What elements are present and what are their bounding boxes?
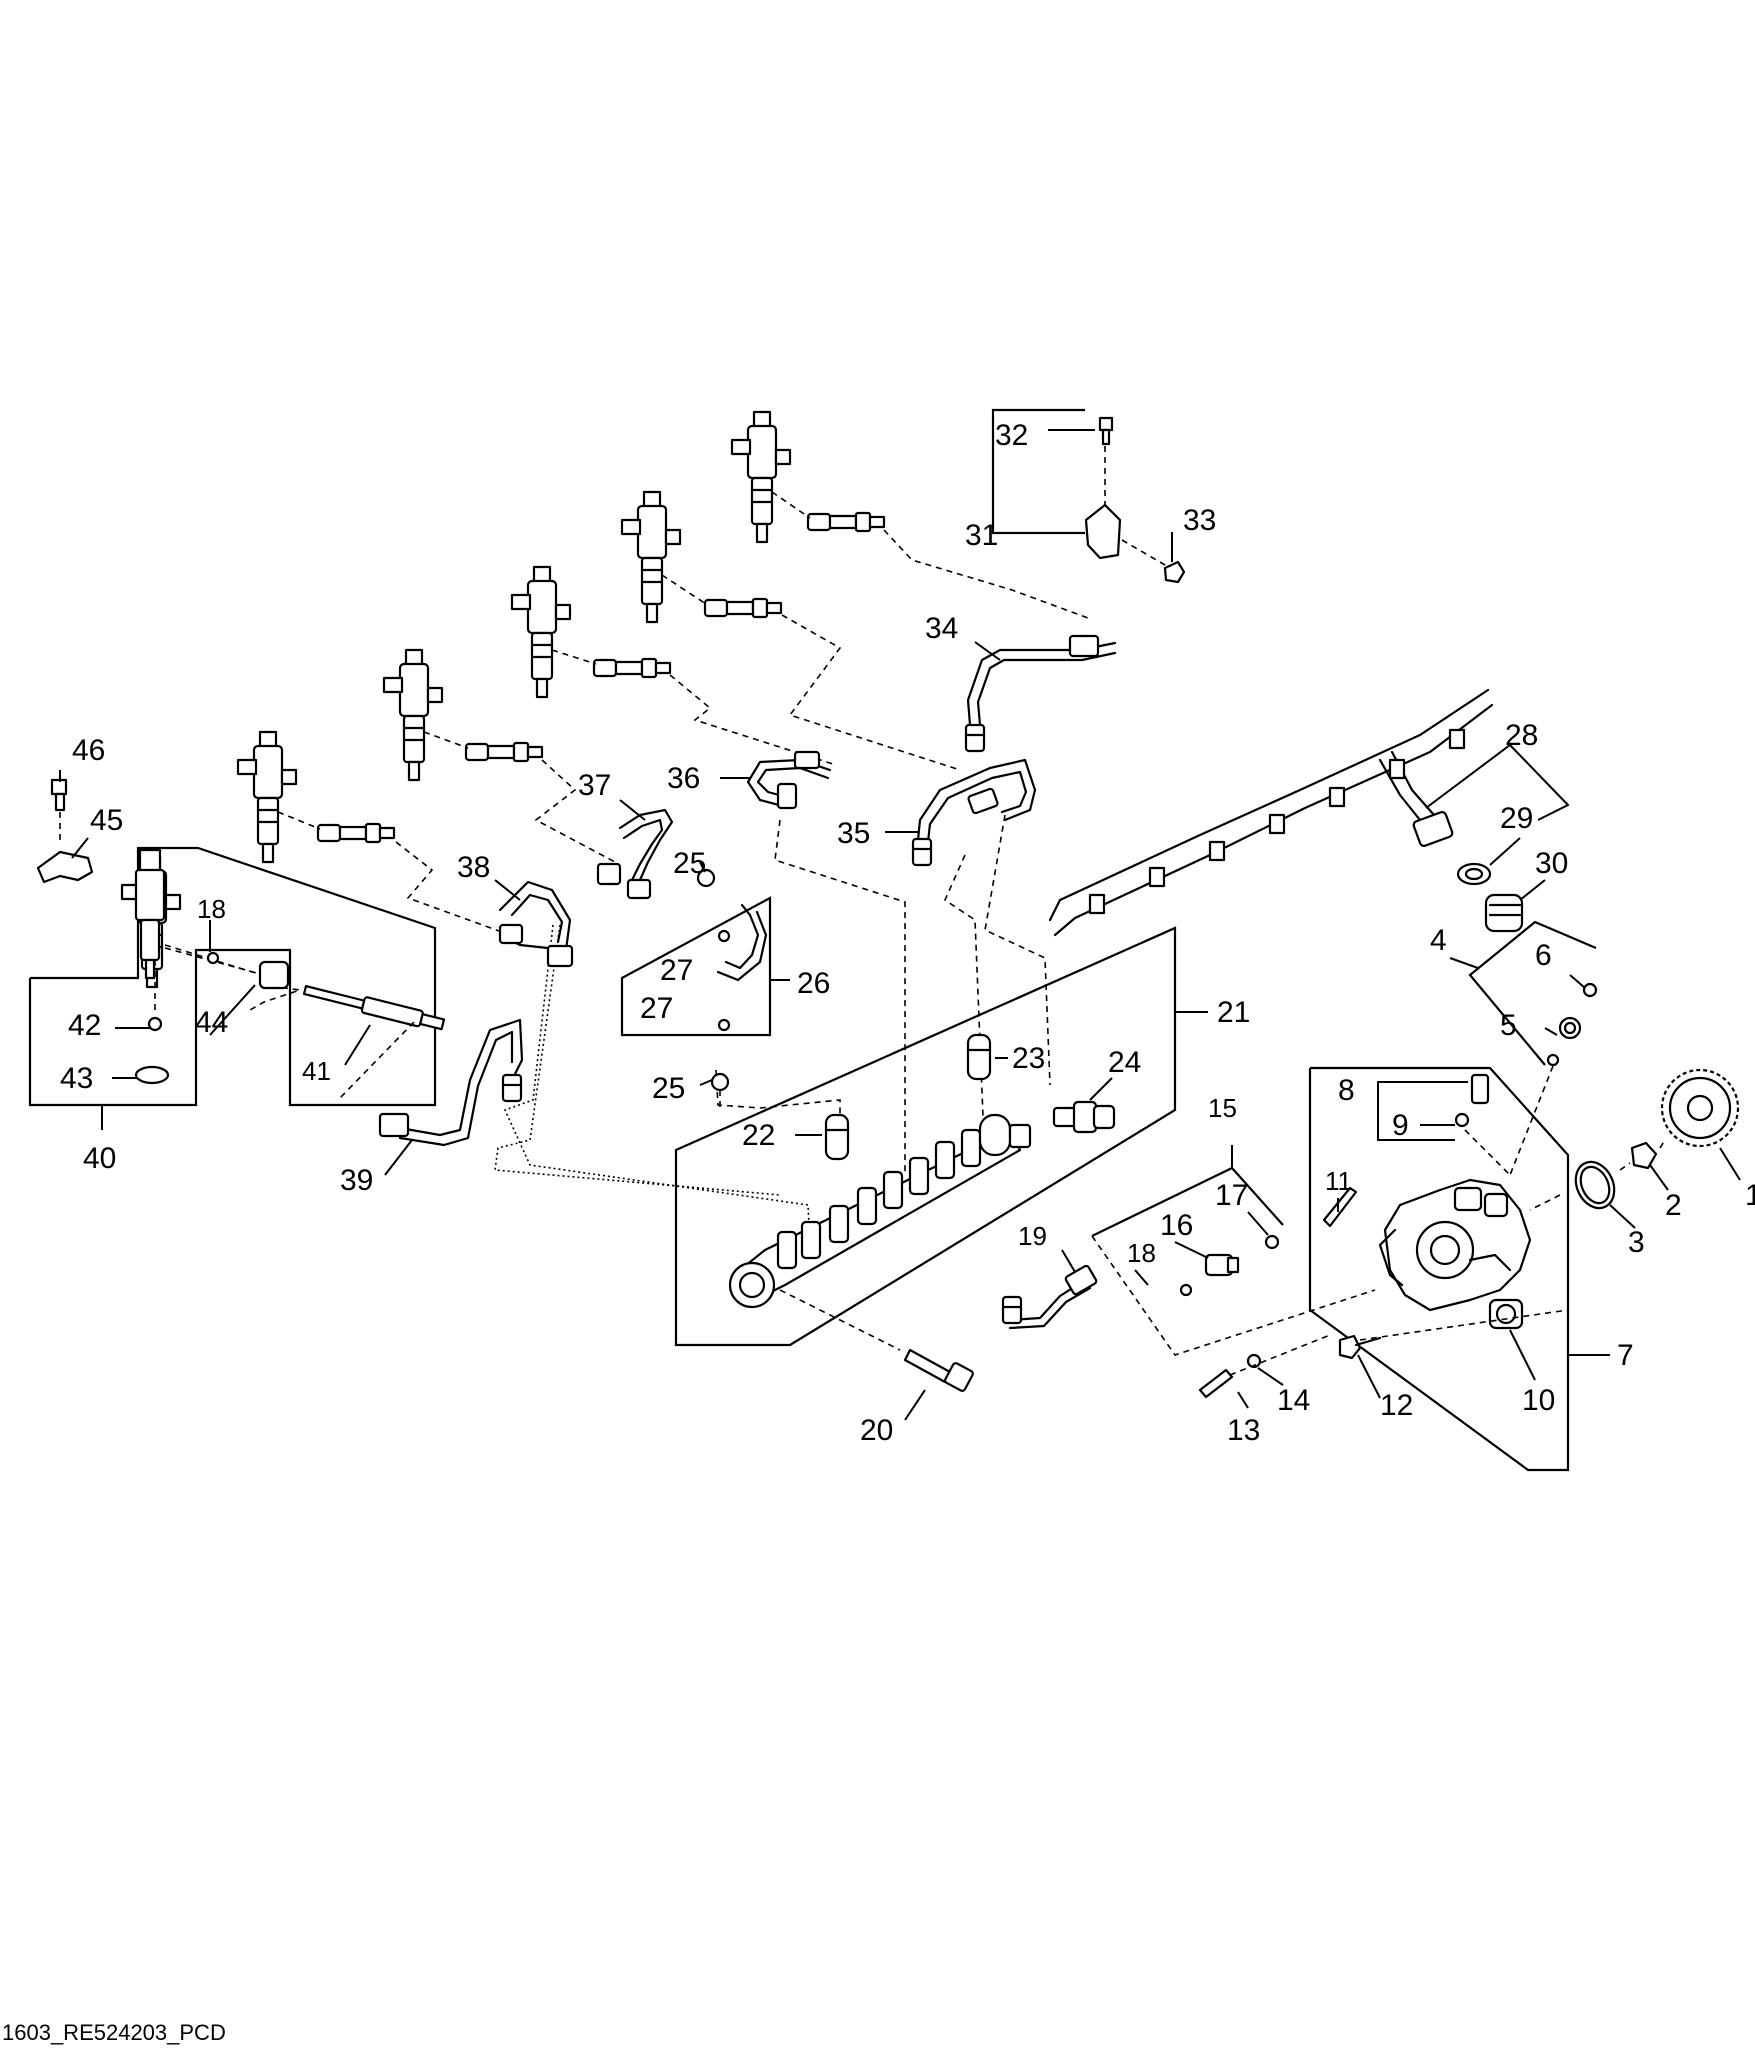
- fuel-injector-1: [730, 410, 792, 544]
- injector-axis-lines: [164, 491, 811, 976]
- callout-30: 30: [1535, 847, 1568, 880]
- callout-4: 4: [1430, 924, 1447, 957]
- callout-21: 21: [1217, 996, 1250, 1029]
- callout-40: 40: [83, 1142, 116, 1175]
- callout-24: 24: [1108, 1046, 1141, 1079]
- callout-29: 29: [1500, 802, 1533, 835]
- wiring-harness: [1048, 688, 1524, 937]
- callout-39: 39: [340, 1164, 373, 1197]
- callout-19: 19: [1018, 1221, 1047, 1251]
- bracket-assembly: [991, 408, 1186, 584]
- callout-5: 5: [1500, 1009, 1517, 1042]
- callout-23: 23: [1012, 1042, 1045, 1075]
- callout-22: 22: [742, 1119, 775, 1152]
- callout-leaders: [59, 429, 1741, 1421]
- callout-37: 37: [578, 769, 611, 802]
- callout-45: 45: [90, 804, 123, 837]
- callout-36: 36: [667, 762, 700, 795]
- return-line-kit-26: [620, 868, 772, 1108]
- callout-31: 31: [965, 519, 998, 552]
- callout-35: 35: [837, 817, 870, 850]
- callout-32: 32: [995, 419, 1028, 452]
- plug-kit-4: [1449, 920, 1598, 1176]
- callout-7: 7: [1617, 1339, 1634, 1372]
- fuel-routing-lines: [249, 529, 1089, 1246]
- callout-8: 8: [1338, 1074, 1355, 1107]
- callout-3: 3: [1628, 1226, 1645, 1259]
- fitting-kit-15: [1091, 1145, 1376, 1356]
- callout-14: 14: [1277, 1384, 1310, 1417]
- callout-28: 28: [1505, 719, 1538, 752]
- fuel-injector-5: [236, 730, 298, 864]
- fuel-injector-2: [620, 490, 682, 624]
- callout-17: 17: [1215, 1179, 1248, 1212]
- callout-27-lower: 27: [640, 992, 673, 1025]
- callout-27-upper: 27: [660, 954, 693, 987]
- callout-16: 16: [1160, 1209, 1193, 1242]
- fuel-rail-assembly: [674, 926, 1208, 1347]
- mounting-bolts: [1198, 1334, 1331, 1399]
- callout-labels: 1 2 3 4 5 6 7 8 9 10 11 12 13 14 15 16 1…: [60, 419, 1755, 1447]
- callout-11: 11: [1325, 1166, 1352, 1196]
- callout-18-injector: 18: [197, 894, 226, 924]
- callout-25-lower: 25: [652, 1072, 685, 1105]
- injector-clamp: [36, 778, 94, 884]
- fuel-injector-4: [382, 648, 444, 782]
- callout-9: 9: [1392, 1109, 1409, 1142]
- callout-41: 41: [302, 1056, 331, 1086]
- callout-26: 26: [797, 967, 830, 1000]
- callout-2: 2: [1665, 1189, 1682, 1222]
- callout-46: 46: [72, 734, 105, 767]
- fuel-pump-assembly: [1308, 1066, 1610, 1472]
- callout-18-pump: 18: [1127, 1238, 1156, 1268]
- drive-gear-parts: [1529, 1068, 1740, 1211]
- callout-38: 38: [457, 851, 490, 884]
- callout-15: 15: [1208, 1093, 1237, 1123]
- high-pressure-pipes: [378, 634, 1117, 1330]
- callout-13: 13: [1227, 1414, 1260, 1447]
- callout-20: 20: [860, 1414, 893, 1447]
- callout-33: 33: [1183, 504, 1216, 537]
- callout-43: 43: [60, 1062, 93, 1095]
- callout-42: 42: [68, 1009, 101, 1042]
- callout-34: 34: [925, 612, 958, 645]
- drawing-code: 1603_RE524203_PCD: [2, 2020, 226, 2045]
- rail-bolt: [779, 1289, 974, 1392]
- callout-1: 1: [1745, 1179, 1755, 1212]
- injector-kit-40: [28, 846, 446, 1107]
- callout-12: 12: [1380, 1389, 1413, 1422]
- callout-6: 6: [1535, 939, 1552, 972]
- callout-10: 10: [1522, 1384, 1555, 1417]
- fuel-injector-3: [510, 565, 572, 699]
